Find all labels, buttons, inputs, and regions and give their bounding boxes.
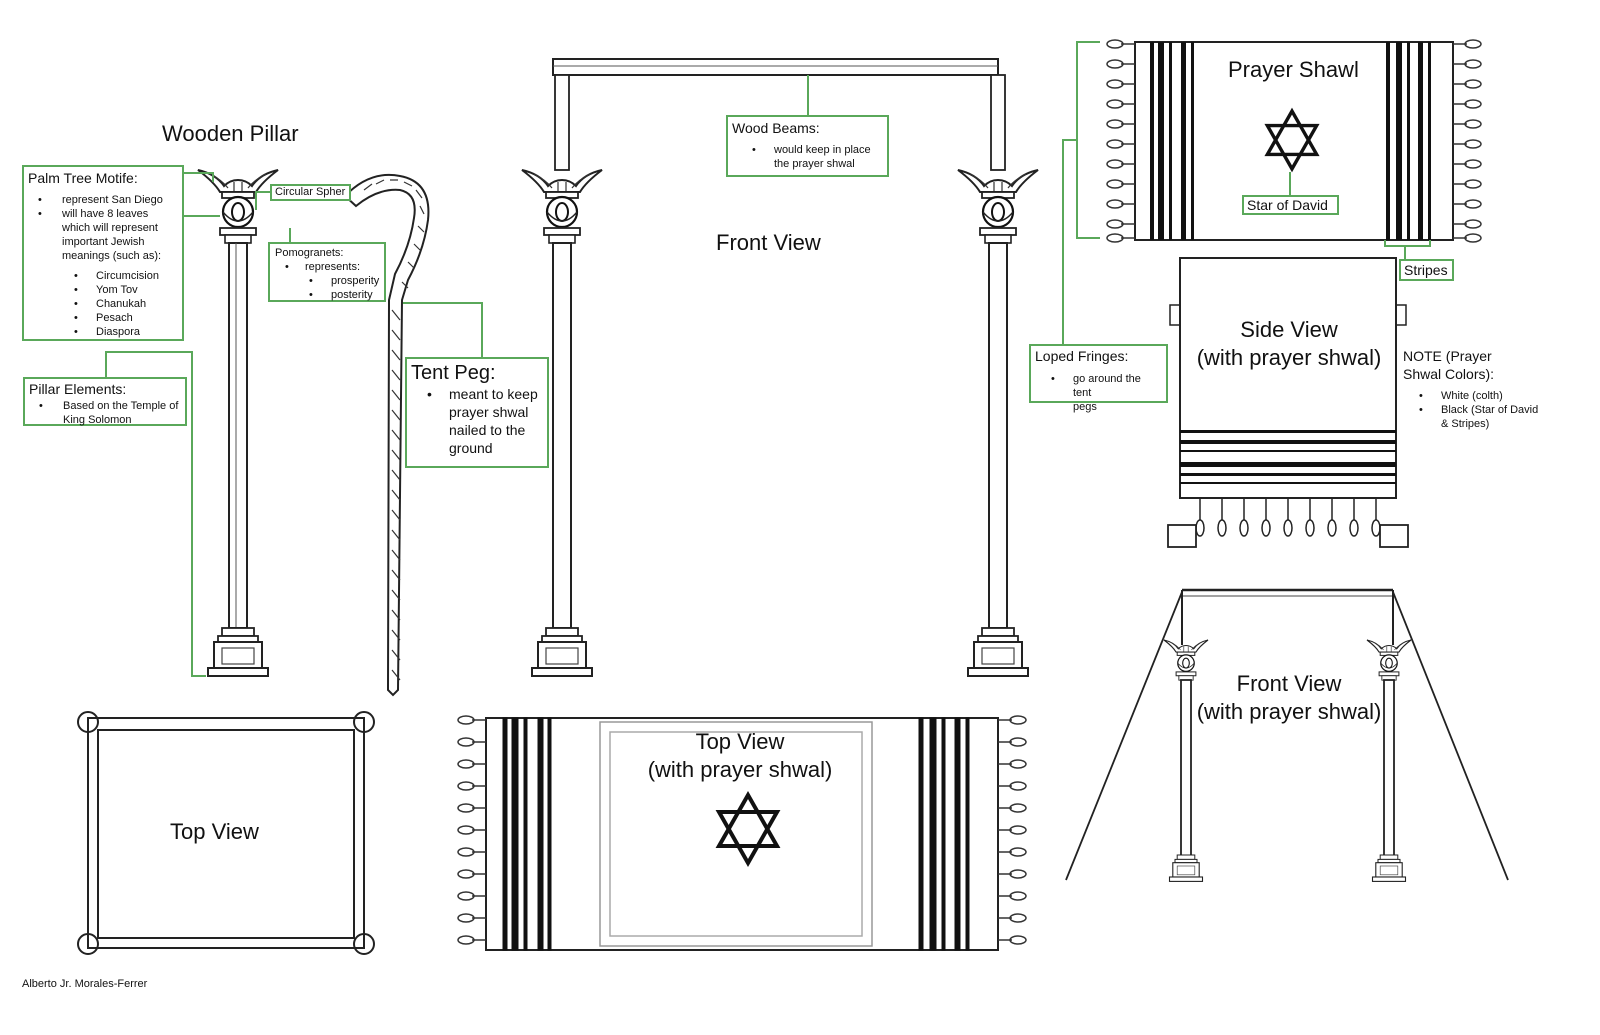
stripes-callout: Stripes [1399,259,1454,281]
wooden-pillar-drawing [196,168,280,677]
top-view-title: Top View [170,819,259,844]
loped-fringes-callout: Loped Fringes: • go around the tent pegs [1029,344,1168,413]
color-note: NOTE (Prayer Shwal Colors): • • White (c… [1403,348,1539,430]
palm-tree-sublist: • • • • • Circumcision Yom Tov Chanukah … [74,270,159,338]
tent-peg-callout: Tent Peg: • meant to keep prayer shwal n… [405,357,549,468]
front-view-title: Front View [716,230,821,255]
front-view-drawing [520,58,1040,677]
wood-beams-callout: Wood Beams: • would keep in place the pr… [726,115,889,177]
front-view-shawl-title: Front View (with prayer shwal) [1196,671,1382,724]
circular-sphere-callout: Circular Spher [270,184,351,201]
top-view-drawing [77,711,375,955]
top-view-shawl-title: Top View (with prayer shwal) [647,729,833,782]
star-of-david-callout: Star of David [1242,195,1339,215]
top-view-shawl-drawing [457,715,1027,951]
side-view-drawing [1167,257,1409,548]
prayer-shawl-title: Prayer Shawl [1228,57,1359,82]
palm-tree-list: • • represent San Diego will have 8 leav… [38,194,163,262]
palm-tree-heading: Palm Tree Motife: [28,170,138,186]
front-view-shawl-drawing [1065,588,1509,882]
side-view-title: Side View (with prayer shwal) [1196,317,1382,370]
pomegranates-callout: Pomogranets: • represents: • • prosperit… [268,242,386,302]
wooden-pillar-title: Wooden Pillar [162,121,299,146]
tent-peg-drawing [343,174,430,697]
author-credit: Alberto Jr. Morales-Ferrer [22,978,148,990]
palm-tree-callout: Palm Tree Motife: • • represent San Dieg… [22,165,184,341]
pillar-elements-callout: Pillar Elements: • Based on the Temple o… [23,377,187,426]
